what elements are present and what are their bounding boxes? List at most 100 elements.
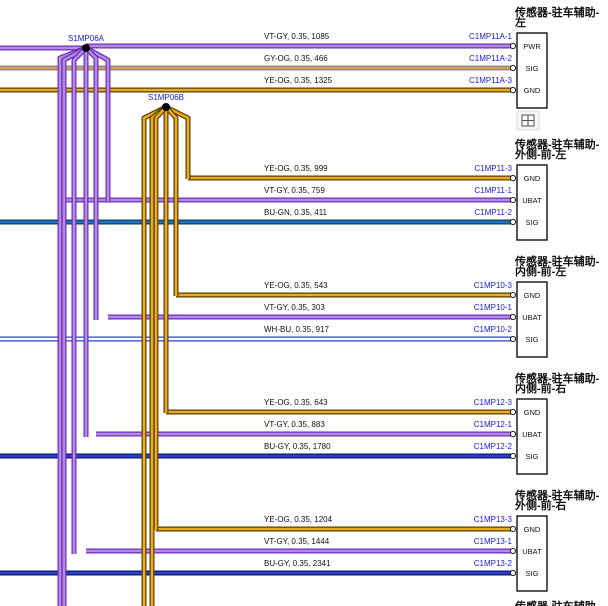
connector-box: [516, 32, 548, 109]
splice-a-node: [82, 44, 90, 52]
connector-title: 传感器-驻车辅助-: [514, 137, 600, 151]
wire-label: VT-GY, 0.35, 1444: [264, 537, 330, 546]
connector-box: [516, 164, 548, 241]
pin-function: SIG: [526, 569, 539, 578]
pin-label: C1MP11-1: [474, 186, 512, 195]
connector-3: 传感器-驻车辅助-内侧-前-右 GND UBAT SIG: [514, 371, 600, 475]
wire-core: [165, 106, 178, 296]
pin-function: UBAT: [522, 547, 542, 556]
label-layer: VT-GY, 0.35, 1085 C1MP11A-1GY-OG, 0.35, 4…: [68, 32, 600, 606]
pin-function: SIG: [526, 64, 539, 73]
pin-label: C1MP11A-1: [469, 32, 513, 41]
bundle-b-branch: [164, 105, 179, 296]
bundle-layer: [57, 44, 191, 606]
pin-terminal: [509, 430, 517, 438]
connector-title: 外侧-前-右: [514, 498, 566, 512]
connector-box: [516, 398, 548, 475]
wire-label: VT-GY, 0.35, 883: [264, 420, 325, 429]
pin-function: GND: [524, 86, 541, 95]
connector-title: 内侧-前-右: [515, 381, 566, 395]
wire-label: YE-OG, 0.35, 643: [264, 398, 328, 407]
pin-label: C1MP13-2: [474, 559, 513, 568]
bundle-a-branch: [71, 46, 88, 554]
wire-core: [154, 106, 167, 530]
connector-title: 传感器-驻车辅助-: [514, 488, 600, 502]
pin-terminal: [509, 525, 517, 533]
connector-title: 传感器-驻车辅助-: [514, 5, 600, 19]
pin-terminal: [509, 408, 517, 416]
pin-label: C1MP10-1: [474, 303, 513, 312]
pin-label: C1MP13-3: [474, 515, 513, 524]
pin-label: C1MP12-2: [474, 442, 513, 451]
pin-function: GND: [524, 525, 541, 534]
pin-label: C1MP11-3: [474, 164, 512, 173]
wire-label: GY-OG, 0.35, 466: [264, 54, 328, 63]
connector-box: [516, 515, 548, 592]
bundle-b-branch: [153, 105, 168, 530]
pin-function: UBAT: [522, 313, 542, 322]
pin-label: C1MP12-3: [474, 398, 513, 407]
pin-label: C1MP11A-3: [469, 76, 513, 85]
connector-title-partial: 传感器-驻车辅助-: [514, 599, 600, 606]
connector-title: 内侧-前-左: [515, 264, 566, 278]
pin-terminal: [509, 174, 517, 182]
connector-0: 传感器-驻车辅助-左 PWR SIG GND: [514, 5, 600, 109]
pin-terminal: [509, 86, 517, 94]
pin-function: SIG: [526, 335, 539, 344]
pin-terminal: [509, 335, 517, 343]
wire-core: [72, 47, 87, 554]
wire-label: YE-OG, 0.35, 1325: [264, 76, 333, 85]
pin-function: SIG: [526, 452, 539, 461]
connector-title: 左: [514, 15, 526, 29]
pin-function: UBAT: [522, 430, 542, 439]
pin-function: UBAT: [522, 196, 542, 205]
pin-terminal: [509, 42, 517, 50]
connector-title: 传感器-驻车辅助-: [514, 254, 600, 268]
bundle-a-branch: [84, 46, 99, 320]
pin-terminal: [509, 452, 517, 460]
pin-label: C1MP11-2: [474, 208, 512, 217]
pin-terminal: [509, 64, 517, 72]
pin-function: PWR: [523, 42, 541, 51]
pin-terminal: [509, 196, 517, 204]
pin-label: C1MP13-1: [474, 537, 513, 546]
pin-function: GND: [524, 408, 541, 417]
wire-label: YE-OG, 0.35, 1204: [264, 515, 333, 524]
pin-label: C1MP10-3: [474, 281, 513, 290]
pin-label: C1MP10-2: [474, 325, 513, 334]
connector-title: 传感器-驻车辅助-: [514, 371, 600, 385]
wire-label: YE-OG, 0.35, 543: [264, 281, 328, 290]
wire-label: BU-GY, 0.35, 1780: [264, 442, 331, 451]
bundle-b-branch: [164, 104, 191, 179]
pin-label: C1MP12-1: [474, 420, 513, 429]
pin-function: SIG: [526, 218, 539, 227]
connector-2: 传感器-驻车辅助-内侧-前-左 GND UBAT SIG: [514, 254, 600, 358]
wire-label: VT-GY, 0.35, 303: [264, 303, 325, 312]
splice-b-node: [162, 103, 170, 111]
wire-label: WH-BU, 0.35, 917: [264, 325, 329, 334]
pin-terminal: [509, 569, 517, 577]
pin-terminal: [509, 313, 517, 321]
wire-label: BU-GN, 0.35, 411: [264, 208, 328, 217]
connector-box: [516, 281, 548, 358]
splice-b-label: S1MP06B: [148, 93, 184, 102]
splice-a-label: S1MP06A: [68, 34, 105, 43]
pin-function: GND: [524, 291, 541, 300]
pin-terminal: [509, 291, 517, 299]
wire-label: VT-GY, 0.35, 1085: [264, 32, 330, 41]
grid-selection-icon[interactable]: [516, 110, 540, 131]
connector-layer: 传感器-驻车辅助-左PWRSIGGND传感器-驻车辅助-外侧-前-左GNDUBA…: [509, 5, 600, 592]
connector-1: 传感器-驻车辅助-外侧-前-左 GND UBAT SIG: [514, 137, 600, 241]
connector-title: 外侧-前-左: [514, 147, 566, 161]
pin-terminal: [509, 547, 517, 555]
wire-label: BU-GY, 0.35, 2341: [264, 559, 331, 568]
pin-function: GND: [524, 174, 541, 183]
wire-core: [165, 105, 190, 179]
wire-label: VT-GY, 0.35, 759: [264, 186, 325, 195]
pin-label: C1MP11A-2: [469, 54, 513, 63]
pin-terminal: [509, 218, 517, 226]
wire-label: YE-OG, 0.35, 999: [264, 164, 328, 173]
connector-4: 传感器-驻车辅助-外侧-前-右 GND UBAT SIG: [514, 488, 600, 592]
wire-layer: [0, 43, 512, 576]
